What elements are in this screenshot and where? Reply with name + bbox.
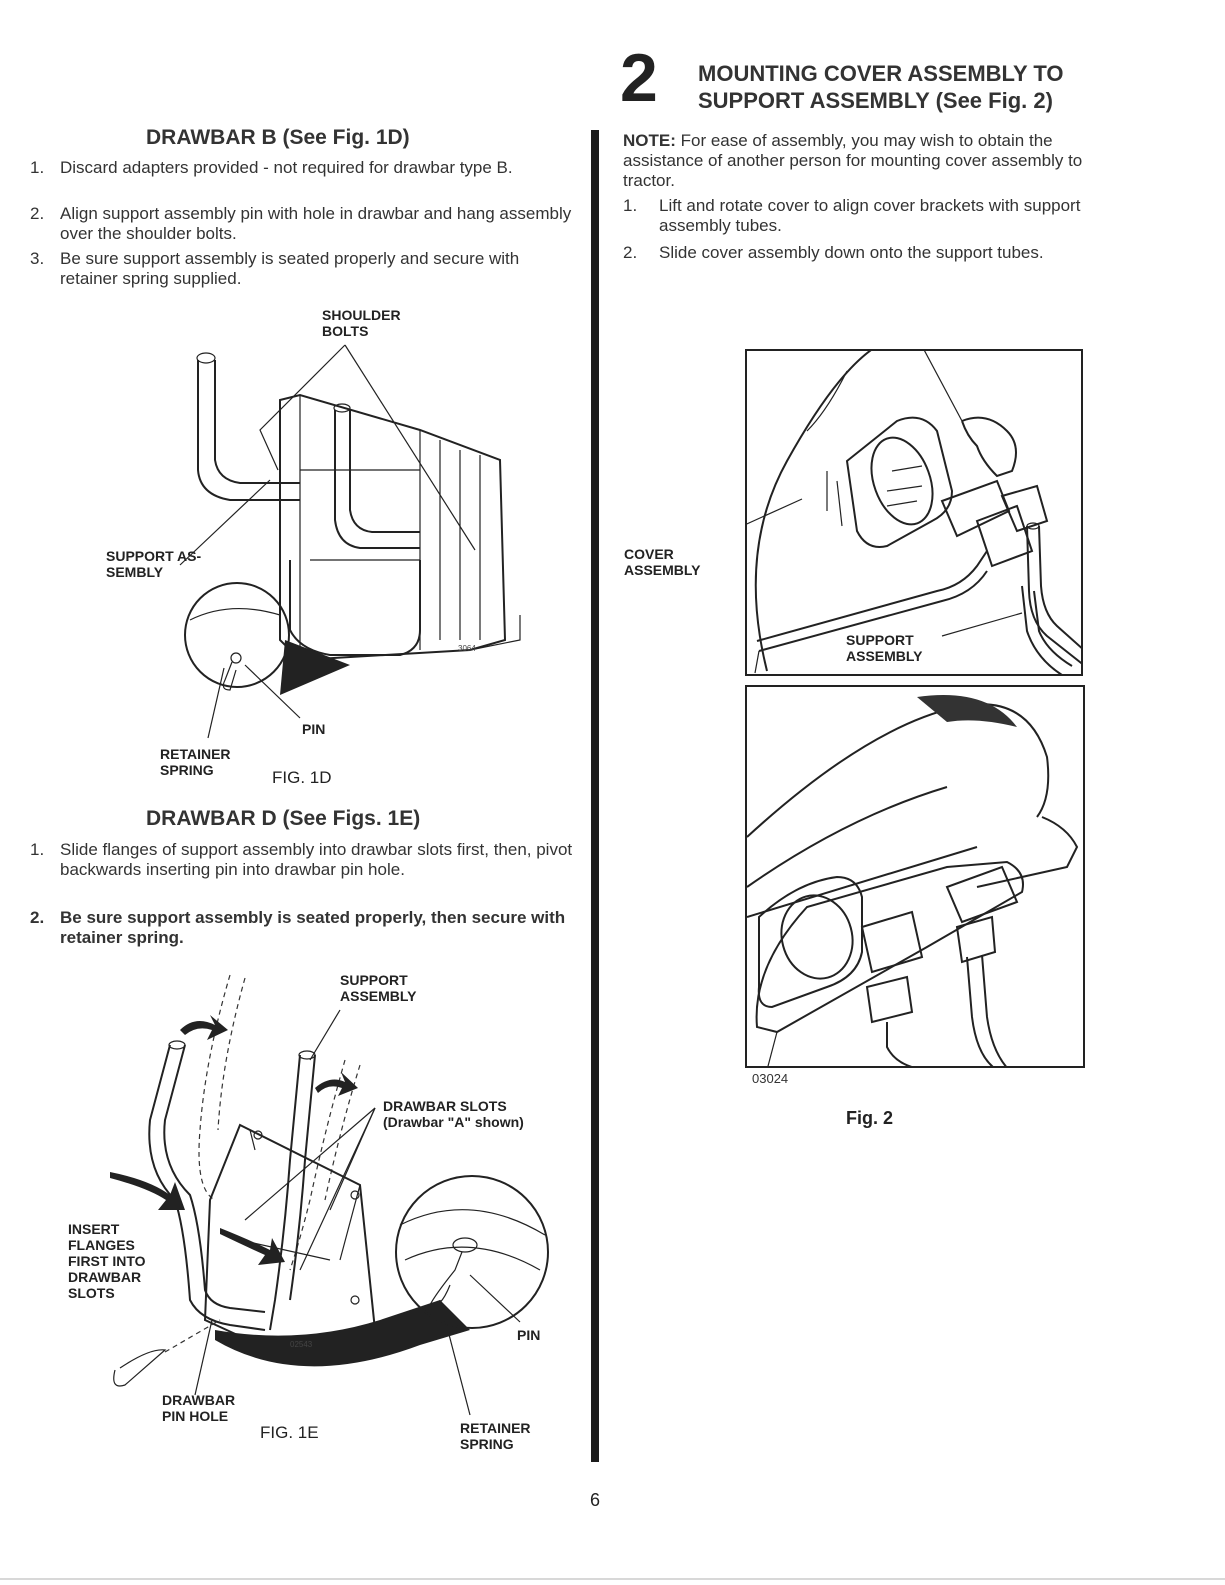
step-text: Discard adapters provided - not required… — [60, 158, 513, 177]
label-line: RETAINER — [160, 746, 231, 762]
step-text: Slide flanges of support assembly into d… — [60, 840, 573, 879]
fig-1e-pin-hole-label: DRAWBAR PIN HOLE — [162, 1392, 235, 1424]
label-line: ASSEMBLY — [846, 648, 923, 664]
fig-1d-caption: FIG. 1D — [272, 768, 332, 787]
step-number: 2. — [30, 204, 45, 223]
fig-1d-retainer-spring-label: RETAINER SPRING — [160, 746, 231, 778]
label-line: FLANGES — [68, 1237, 135, 1253]
label-line: SUPPORT — [846, 632, 914, 648]
fig-1e-insert-flanges-label: INSERT FLANGES FIRST INTO DRAWBAR SLOTS — [68, 1221, 146, 1301]
heading-line: SUPPORT ASSEMBLY (See Fig. 2) — [698, 88, 1053, 113]
fig-2-support-assembly-label: SUPPORT ASSEMBLY — [846, 632, 923, 664]
fig-2-part-number: 03024 — [752, 1071, 789, 1086]
drawbar-b-step-3: 3. Be sure support assembly is seated pr… — [30, 249, 575, 289]
page-number: 6 — [590, 1490, 601, 1510]
label-line: SPRING — [160, 762, 214, 778]
step-number: 1. — [30, 840, 45, 859]
label-line: DRAWBAR — [162, 1392, 236, 1408]
label-line: PIN HOLE — [162, 1408, 229, 1424]
step-number: 3. — [30, 249, 45, 268]
drawbar-d-step-2: 2. Be sure support assembly is seated pr… — [30, 908, 575, 948]
fig-1e-part-number: 02543 — [290, 1340, 313, 1349]
label-line: RETAINER — [460, 1420, 531, 1436]
drawbar-b-step-1: 1. Discard adapters provided - not requi… — [30, 158, 575, 178]
label-line: SEMBLY — [106, 564, 164, 580]
step-text: Slide cover assembly down onto the suppo… — [659, 243, 1044, 262]
fig-2-bottom-panel — [745, 685, 1085, 1068]
label-line: SLOTS — [68, 1285, 115, 1301]
note-label: NOTE: — [623, 131, 676, 150]
label-line: INSERT — [68, 1221, 120, 1237]
label-line: BOLTS — [322, 323, 369, 339]
heading-line: MOUNTING COVER ASSEMBLY TO — [698, 61, 1064, 86]
fig-1d-support-assembly-label: SUPPORT AS- SEMBLY — [106, 548, 201, 580]
fig-1d-shoulder-bolts-label: SHOULDER BOLTS — [322, 307, 401, 339]
label-line: SPRING — [460, 1436, 514, 1452]
fig-1e-caption: FIG. 1E — [260, 1423, 319, 1442]
step-number: 2. — [30, 908, 45, 927]
step-number-badge: 2 — [620, 40, 658, 116]
step-text: Be sure support assembly is seated prope… — [60, 249, 520, 288]
step-text: Be sure support assembly is seated prope… — [60, 908, 566, 947]
fig-2-top-panel — [745, 349, 1083, 676]
fig-1e-pin-label: PIN — [517, 1327, 541, 1343]
drawbar-b-heading: DRAWBAR B (See Fig. 1D) — [146, 126, 410, 149]
label-line: COVER — [624, 546, 674, 562]
label-line: SUPPORT AS- — [106, 548, 202, 564]
step-text: Lift and rotate cover to align cover bra… — [659, 196, 1081, 235]
fig-1d-pin-label: PIN — [302, 721, 326, 737]
step-text: Align support assembly pin with hole in … — [60, 204, 572, 243]
label-line: DRAWBAR SLOTS — [383, 1098, 507, 1114]
fig-2-caption: Fig. 2 — [846, 1108, 894, 1128]
cover-step-2: 2. Slide cover assembly down onto the su… — [623, 243, 1128, 263]
note-text: For ease of assembly, you may wish to ob… — [623, 131, 1083, 190]
label-line: DRAWBAR — [68, 1269, 142, 1285]
fig-2-cover-assembly-label: COVER ASSEMBLY — [624, 546, 701, 578]
fig-1d-part-number: 3064 — [458, 644, 476, 653]
column-divider — [591, 130, 599, 1462]
fig-1e-support-assembly-label: SUPPORT ASSEMBLY — [340, 972, 417, 1004]
step-number: 1. — [30, 158, 45, 177]
label-line: FIRST INTO — [68, 1253, 146, 1269]
label-line: SUPPORT — [340, 972, 408, 988]
note-paragraph: NOTE: For ease of assembly, you may wish… — [623, 131, 1128, 191]
section-heading: MOUNTING COVER ASSEMBLY TO SUPPORT ASSEM… — [698, 60, 1064, 114]
label-line: (Drawbar "A" shown) — [383, 1114, 524, 1130]
fig-1e-drawbar-slots-label: DRAWBAR SLOTS (Drawbar "A" shown) — [383, 1098, 524, 1130]
drawbar-d-step-1: 1. Slide flanges of support assembly int… — [30, 840, 575, 880]
cover-step-1: 1. Lift and rotate cover to align cover … — [623, 196, 1128, 236]
label-line: ASSEMBLY — [340, 988, 417, 1004]
step-number: 1. — [623, 196, 638, 215]
bottom-edge-line — [0, 1578, 1225, 1580]
label-line: SHOULDER — [322, 307, 401, 323]
drawbar-b-step-2: 2. Align support assembly pin with hole … — [30, 204, 575, 244]
drawbar-d-heading: DRAWBAR D (See Figs. 1E) — [146, 807, 421, 830]
fig-1e-retainer-spring-label: RETAINER SPRING — [460, 1420, 531, 1452]
step-number: 2. — [623, 243, 638, 262]
label-line: ASSEMBLY — [624, 562, 701, 578]
